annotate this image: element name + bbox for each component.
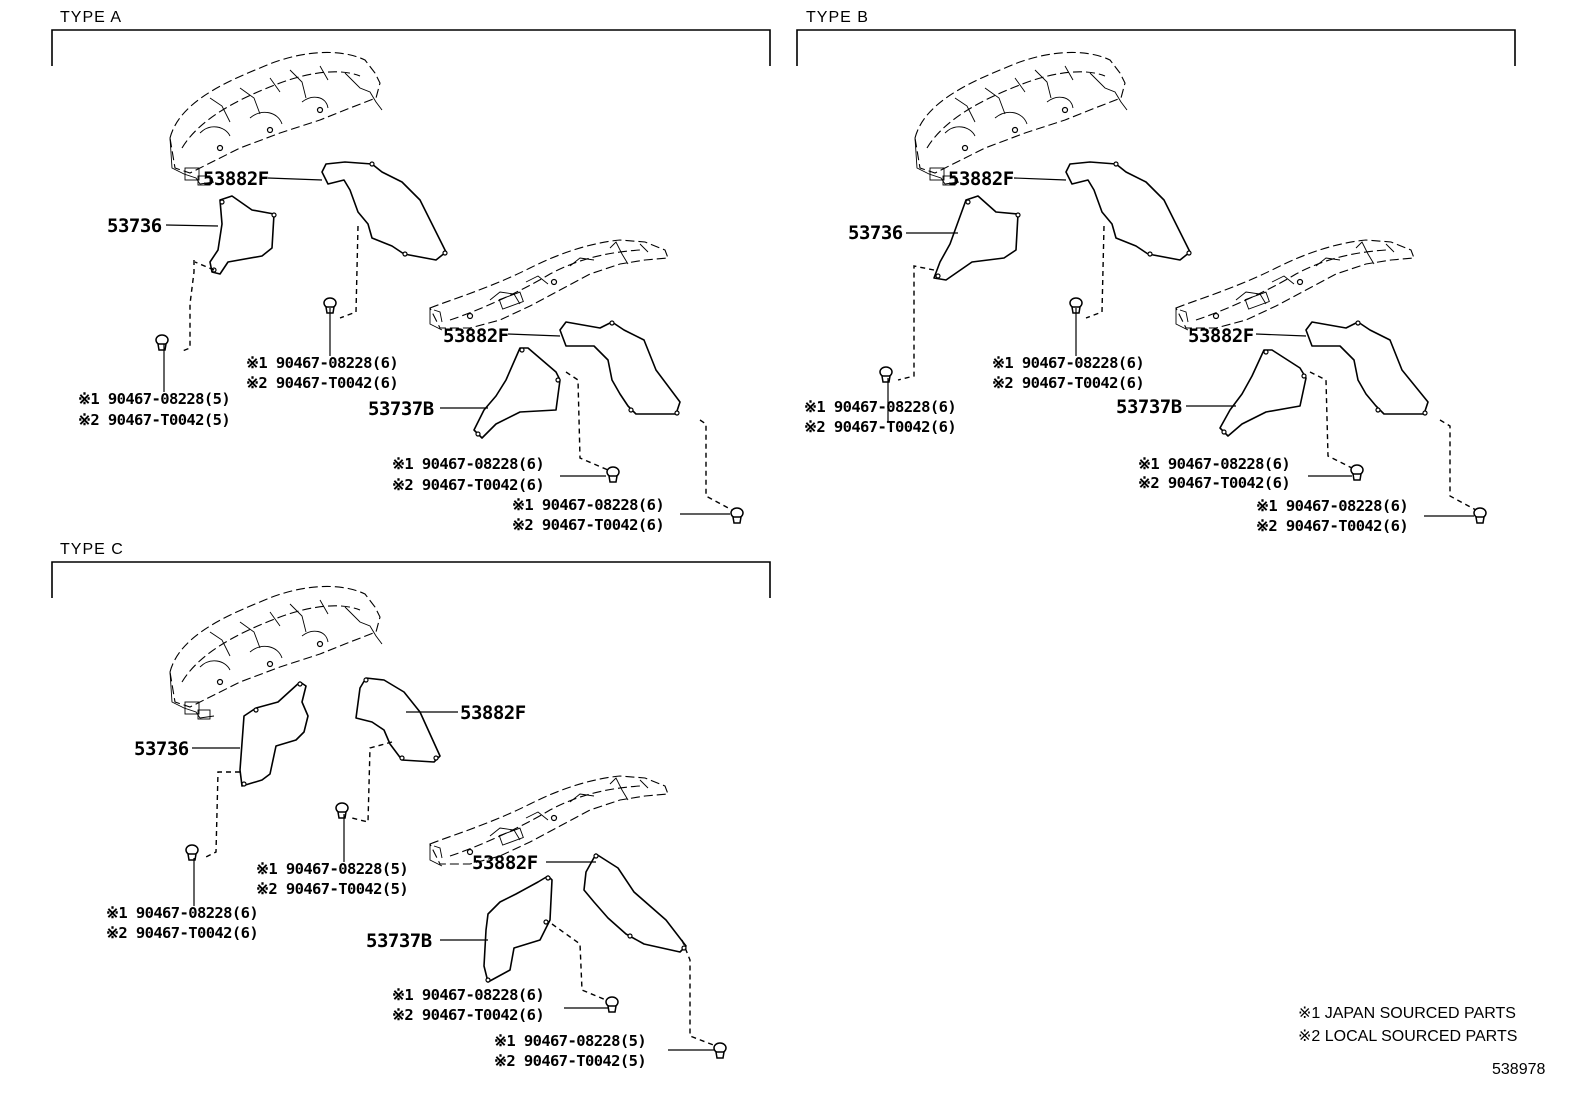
panel-b-label-rear-cover: 53737B xyxy=(1116,396,1182,418)
panel-a-label-front-cover: 53736 xyxy=(107,215,162,237)
panel-a-fastener-1-line2: ※2 90467-T0042(5) xyxy=(78,411,230,429)
panel-b-rear-cover xyxy=(1219,349,1307,437)
panel-b-clip-1 xyxy=(879,366,893,383)
panel-b-label-lower-shield: 53882F xyxy=(1188,325,1254,347)
panel-b-fastener-2-line2: ※2 90467-T0042(6) xyxy=(992,374,1144,392)
panel-c-lower-liner-ghost xyxy=(429,775,669,867)
panel-b-clip-3 xyxy=(1350,464,1364,481)
panel-b-bracket xyxy=(796,29,1516,66)
illustration-number: 538978 xyxy=(1492,1061,1545,1078)
panel-c-fastener-4-line1: ※1 90467-08228(5) xyxy=(494,1032,646,1050)
panel-b-fastener-4-line2: ※2 90467-T0042(6) xyxy=(1256,517,1408,535)
panel-type-b xyxy=(796,29,1516,524)
panel-a-clip-1 xyxy=(155,334,169,351)
panel-c-title: TYPE C xyxy=(60,541,124,558)
panel-b-lower-splash-shield xyxy=(1305,321,1429,415)
panel-c-clip-1 xyxy=(185,844,199,861)
panel-a-label-upper-shield: 53882F xyxy=(203,168,269,190)
panel-c-label-upper-shield: 53882F xyxy=(460,702,526,724)
panel-b-fastener-4-line1: ※1 90467-08228(6) xyxy=(1256,497,1408,515)
panel-a-rear-cover xyxy=(473,347,561,439)
panel-a-front-cover xyxy=(209,195,275,275)
panel-c-fastener-1-line2: ※2 90467-T0042(6) xyxy=(106,924,258,942)
panel-c-fastener-4-line2: ※2 90467-T0042(5) xyxy=(494,1052,646,1070)
panel-c-bracket xyxy=(51,561,771,598)
panel-a-label-lower-shield: 53882F xyxy=(443,325,509,347)
panel-b-clip-4 xyxy=(1473,507,1487,524)
panel-c-lower-splash-shield xyxy=(583,853,687,953)
panel-a-fastener-4-line1: ※1 90467-08228(6) xyxy=(512,496,664,514)
panel-a-title: TYPE A xyxy=(60,9,122,26)
panel-c-label-front-cover: 53736 xyxy=(134,738,189,760)
panel-a-fastener-2-line2: ※2 90467-T0042(6) xyxy=(246,374,398,392)
panel-c-label-rear-cover: 53737B xyxy=(366,930,432,952)
panel-b-upper-splash-shield xyxy=(1065,161,1191,261)
panel-type-c xyxy=(51,561,771,1059)
panel-c-front-cover xyxy=(239,681,309,787)
panel-a-clip-3 xyxy=(606,466,620,483)
panel-c-fastener-3-line2: ※2 90467-T0042(6) xyxy=(392,1006,544,1024)
panel-c-fastener-1-line1: ※1 90467-08228(6) xyxy=(106,904,258,922)
panel-c-upper-liner-ghost xyxy=(169,585,383,720)
legend-note-2: ※2 LOCAL SOURCED PARTS xyxy=(1298,1028,1517,1045)
panel-type-a xyxy=(51,29,771,524)
panel-c-rear-cover xyxy=(483,875,553,983)
panel-b-fastener-1-line2: ※2 90467-T0042(6) xyxy=(804,418,956,436)
panel-c-fastener-2-line2: ※2 90467-T0042(5) xyxy=(256,880,408,898)
panel-c-fastener-3-line1: ※1 90467-08228(6) xyxy=(392,986,544,1004)
panel-a-fastener-3-line2: ※2 90467-T0042(6) xyxy=(392,476,544,494)
panel-b-label-front-cover: 53736 xyxy=(848,222,903,244)
panel-a-fastener-4-line2: ※2 90467-T0042(6) xyxy=(512,516,664,534)
panel-c-clip-4 xyxy=(713,1042,727,1059)
panel-c-fastener-2-line1: ※1 90467-08228(5) xyxy=(256,860,408,878)
panel-a-lower-splash-shield xyxy=(559,321,681,415)
legend-note-1: ※1 JAPAN SOURCED PARTS xyxy=(1298,1005,1516,1022)
panel-b-fastener-3-line1: ※1 90467-08228(6) xyxy=(1138,455,1290,473)
panel-b-title: TYPE B xyxy=(806,9,869,26)
panel-c-label-lower-shield: 53882F xyxy=(472,852,538,874)
panel-c-clip-3 xyxy=(605,996,619,1013)
panel-a-bracket xyxy=(51,29,771,66)
panel-b-front-cover xyxy=(933,195,1019,281)
panel-a-upper-splash-shield xyxy=(321,161,447,261)
panel-c-clip-2 xyxy=(335,802,349,819)
panel-c-upper-splash-shield xyxy=(355,677,441,763)
panel-b-fastener-2-line1: ※1 90467-08228(6) xyxy=(992,354,1144,372)
panel-a-fastener-2-line1: ※1 90467-08228(6) xyxy=(246,354,398,372)
panel-a-fastener-1-line1: ※1 90467-08228(5) xyxy=(78,390,230,408)
panel-a-clip-4 xyxy=(730,507,744,524)
panel-b-label-upper-shield: 53882F xyxy=(948,168,1014,190)
panel-a-lower-liner-ghost xyxy=(429,239,669,331)
panel-b-fastener-1-line1: ※1 90467-08228(6) xyxy=(804,398,956,416)
panel-b-fastener-3-line2: ※2 90467-T0042(6) xyxy=(1138,474,1290,492)
panel-b-lower-liner-ghost xyxy=(1175,239,1415,331)
panel-a-label-rear-cover: 53737B xyxy=(368,398,434,420)
panel-a-fastener-3-line1: ※1 90467-08228(6) xyxy=(392,455,544,473)
